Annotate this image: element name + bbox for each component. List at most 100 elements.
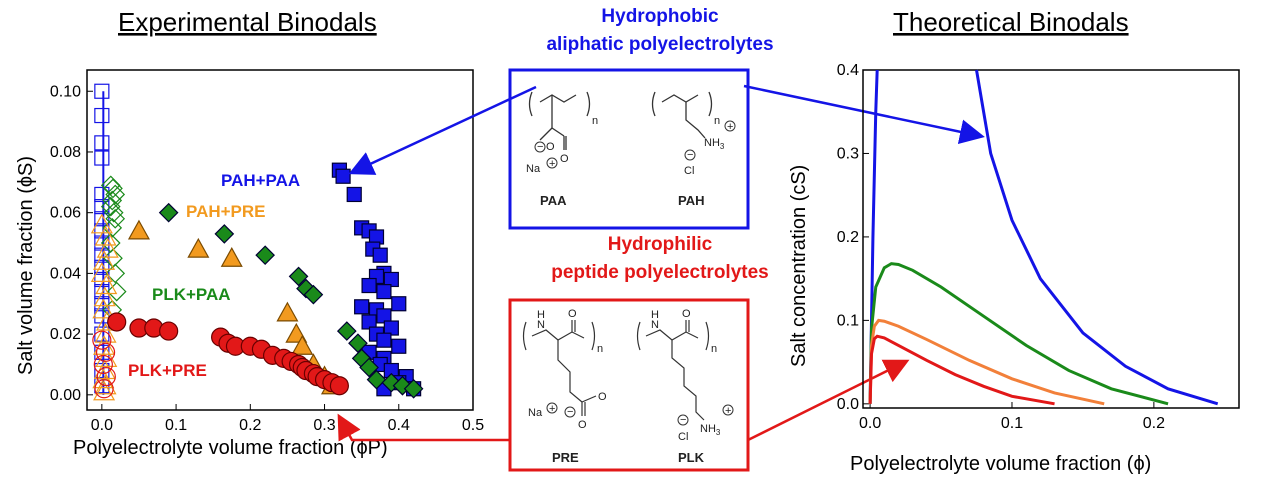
data-point-plk-paa [102,218,123,238]
data-point-plk-paa [103,178,123,199]
label-pah-pre: PAH+PRE [186,202,266,221]
data-point-plk-paa [102,190,123,211]
data-point-pah-paa [94,362,110,379]
data-point-plk-pre [94,379,114,399]
pre-plus-charge [546,402,558,414]
label-plk-pre: PLK+PRE [128,361,207,380]
left-x-axis-label-text: Polyelectrolyte volume fraction (ϕP) [73,437,388,459]
left-y-axis-label: Salt volume fraction (ϕS) [15,156,37,375]
right-y-tick-label: 0.0 [837,396,859,413]
right-y-tick-label: 0.4 [837,62,859,79]
right-x-tick-label: 0.2 [1143,415,1165,432]
data-point-plk-paa [105,208,126,229]
data-point-plk-pre [159,321,179,341]
data-point-plk-pre [107,312,127,332]
plk-name: PLK [678,450,705,465]
data-point-plk-paa [100,175,121,196]
pre-structure [522,320,597,416]
paa-name: PAA [540,193,567,208]
data-point-pah-paa [346,186,362,203]
plk-minus-sign: − [680,414,686,426]
data-point-plk-paa [359,357,379,378]
data-point-pah-paa [361,277,377,294]
arrow-to-left-red [337,413,510,442]
paa-n-sub: n [592,115,598,127]
data-point-pah-paa [376,332,392,348]
pah-cl-label: Cl [684,165,694,177]
data-point-plk-paa [158,202,179,223]
data-point-pah-paa [94,223,110,239]
data-point-pah-pre [95,347,118,367]
binodal-curve-0-right-branch [975,69,1219,406]
data-point-pah-pre [187,237,210,258]
left-y-tick-label: 0.06 [50,205,81,222]
data-point-pah-paa [354,299,370,315]
data-point-pah-pre [95,274,118,295]
binodal-curve-3 [868,334,1055,406]
data-point-pah-paa [372,247,388,263]
pah-minus-sign: − [687,149,693,161]
paa-na-label: Na [526,163,541,175]
left-y-tick-label: 0.08 [50,144,81,161]
data-point-plk-paa [105,184,126,205]
left-x-tick-label: 0.2 [239,417,261,434]
data-point-plk-paa [366,369,387,390]
data-point-pah-paa [335,168,351,184]
pre-name: PRE [552,450,579,465]
left-y-tick-label: 0.02 [50,326,81,343]
data-point-plk-paa [103,248,123,269]
hydrophilic-title-2: peptide polyelectrolytes [551,262,769,283]
data-point-pah-pre [93,286,116,307]
left-plot-frame [86,69,474,411]
pah-structure [651,91,713,139]
left-y-tick-label: 0.10 [50,83,81,100]
left-x-tick-label: 0.0 [91,417,113,434]
pah-name: PAH [678,193,704,208]
right-x-axis-label: Polyelectrolyte volume fraction (ϕ) [850,453,1151,475]
plk-nh3-label: NH3 [700,423,721,437]
data-point-pah-paa [391,338,407,354]
left-x-tick-label: 0.5 [462,417,484,434]
pah-nh3-label: NH3 [704,137,725,151]
label-plk-paa: PLK+PAA [152,285,231,304]
data-point-plk-paa [105,263,126,284]
data-point-plk-paa [255,245,276,266]
data-point-pah-paa [94,135,110,151]
right-y-tick-label: 0.3 [837,145,859,162]
right-y-axis-label: Salt concentration (cS) [788,165,810,367]
left-y-tick-label: 0.04 [50,265,81,282]
paa-plus-sign: + [549,158,555,170]
plk-plus-sign: + [725,405,731,417]
plk-o-label: O [682,308,691,320]
data-point-pah-paa [94,150,110,166]
plk-plus-charge [722,404,734,416]
right-y-tick-label: 0.1 [837,312,859,329]
data-point-plk-paa [348,333,368,354]
data-point-pah-pre [92,368,115,389]
left-x-axis-label: Polyelectrolyte volume fraction (ϕP) [73,437,388,459]
data-point-plk-paa [103,202,124,223]
arrow-to-left-blue [348,85,537,175]
plk-n-sub: n [711,343,717,355]
data-point-pah-paa [94,107,110,124]
left-y-tick-label: 0.00 [50,387,81,404]
hydrophobic-title-2: aliphatic polyelectrolytes [546,34,773,55]
pre-h-label: H [537,309,545,321]
data-point-pah-pre [94,225,117,246]
left-x-tick-label: 0.3 [313,417,335,434]
binodal-curve-1 [868,262,1169,406]
right-x-axis-label-text: Polyelectrolyte volume fraction (ϕ) [850,453,1151,475]
left-chart-title: Experimental Binodals [118,7,377,37]
data-point-plk-pre [329,376,349,396]
right-y-axis-label-text: Salt concentration (cS) [788,165,810,367]
pre-na-label: Na [528,407,543,419]
paa-o-label: O [546,141,555,153]
data-point-pah-paa [94,211,110,227]
pah-plus-charge [724,120,736,132]
right-x-tick-label: 0.0 [859,415,881,432]
pre-n-sub: n [597,343,603,355]
data-point-pah-pre [93,380,116,401]
data-point-pah-paa [376,284,392,300]
